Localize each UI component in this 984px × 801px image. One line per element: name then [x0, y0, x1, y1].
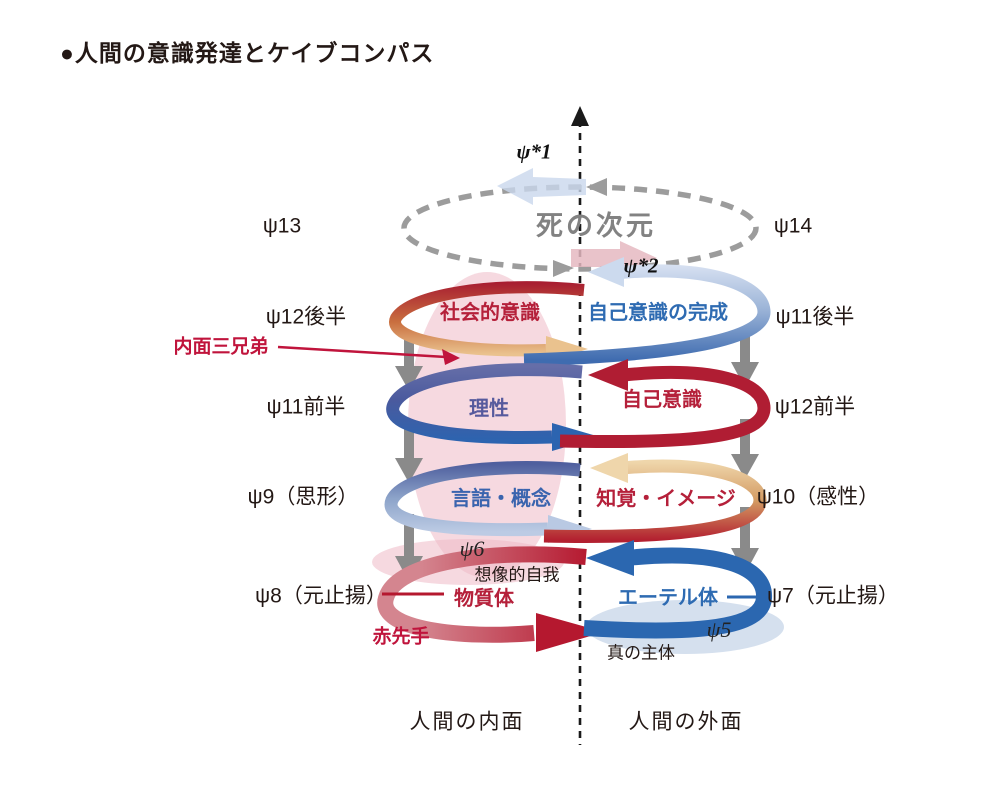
label-psi11-late: ψ11後半 [775, 305, 855, 329]
ring-self [559, 359, 771, 449]
label-psi9: ψ9（思形） [247, 485, 359, 509]
center-axis [571, 106, 589, 745]
label-psi13: ψ13 [262, 214, 302, 238]
label-reason: 理性 [469, 398, 509, 420]
thick-red-arrow-icon [536, 613, 604, 652]
label-inner-three-brothers: 内面三兄弟 [173, 336, 269, 358]
label-psi10: ψ10（感性） [756, 485, 880, 509]
connectors [277, 345, 769, 599]
ring-perception [543, 453, 767, 543]
label-material-body: 物質体 [454, 588, 514, 610]
label-psi12-late: ψ12後半 [265, 305, 347, 329]
page-title: ●人間の意識発達とケイブコンパス [60, 40, 435, 66]
ring-arrow-left-icon [586, 178, 607, 196]
label-etheric-body: エーテル体 [618, 587, 718, 609]
label-psi12-early: ψ12前半 [774, 395, 856, 419]
ring-arrow-right-icon [553, 260, 574, 277]
label-perception-image: 知覚・イメージ [596, 488, 736, 510]
inner-three-arrow-line [277, 345, 447, 359]
big-blue-arrow-icon [497, 168, 586, 205]
label-self-consciousness: 自己意識 [622, 389, 702, 411]
label-psi14: ψ14 [773, 214, 813, 238]
label-psi-star2: ψ*2 [623, 253, 659, 278]
label-red-first-move: 赤先手 [372, 626, 430, 648]
label-language-concept: 言語・概念 [451, 488, 551, 510]
lightblue-left-arrow-icon [588, 257, 624, 287]
red-left-arrow-icon [588, 359, 628, 391]
ring-material [377, 546, 604, 652]
label-psi7: ψ7（元止揚） [767, 584, 899, 608]
thick-blue-left-arrow-icon [586, 540, 634, 576]
axis-arrow-icon [571, 106, 589, 126]
label-true-subject: 真の主体 [607, 643, 675, 663]
label-psi5: ψ5 [706, 616, 732, 642]
label-psi11-early: ψ11前半 [266, 395, 346, 419]
ring-self-complete [523, 257, 771, 367]
footer-outer-label: 人間の外面 [628, 710, 744, 734]
label-psi8: ψ8（元止揚） [255, 584, 387, 608]
label-social-consciousness: 社会的意識 [440, 302, 540, 324]
label-self-complete: 自己意識の完成 [588, 302, 728, 324]
inner-three-arrow-icon [442, 349, 460, 365]
label-psi-star1: ψ*1 [516, 139, 552, 164]
label-death-dimension: 死の次元 [536, 211, 656, 242]
label-imaginative-self: 想像的自我 [474, 565, 560, 585]
label-psi6: ψ6 [459, 535, 485, 561]
footer-inner-label: 人間の内面 [409, 710, 525, 734]
tan-left-arrow-icon [590, 453, 628, 483]
